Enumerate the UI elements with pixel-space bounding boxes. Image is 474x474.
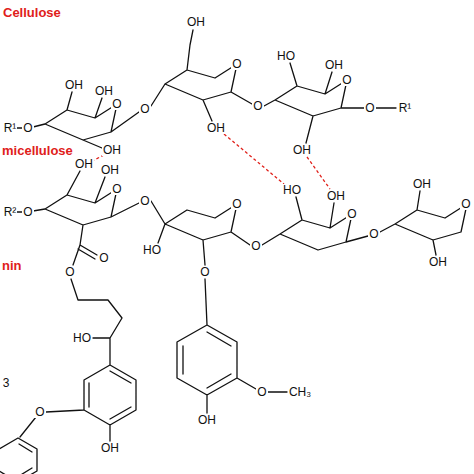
atom-label: CH₃ — [288, 386, 312, 398]
atom-label: OH — [100, 442, 120, 454]
component-name: nin — [2, 259, 22, 272]
aromatic-double-bonds — [19, 332, 231, 474]
atom-label: OH — [197, 414, 217, 426]
atom-label: O — [111, 183, 122, 195]
atom-label: O — [341, 74, 352, 86]
bond-lines — [0, 30, 467, 474]
atom-label: O — [256, 386, 267, 398]
atom-label: OH — [206, 122, 226, 134]
atom-label: O — [139, 103, 150, 115]
atom-label: OH — [292, 144, 312, 156]
atom-label: O — [64, 266, 75, 278]
atom-label: R¹ — [398, 102, 413, 114]
hemicellulose-bonds — [17, 171, 467, 265]
atom-label: O — [346, 208, 357, 220]
atom-label: OH — [326, 190, 346, 202]
atom-label: HO — [72, 332, 92, 344]
atom-label: R¹ — [3, 122, 18, 134]
atom-label: O — [252, 100, 263, 112]
atom-label: HO — [282, 184, 302, 196]
atom-label: OH — [428, 256, 448, 268]
atom-label: O — [139, 195, 150, 207]
atom-label: O — [111, 98, 122, 110]
atom-label: OH — [74, 158, 94, 170]
cellulose-bonds — [17, 30, 396, 148]
atom-label: HO — [276, 50, 296, 62]
lignin-bonds — [0, 279, 287, 474]
atom-label: OH — [102, 144, 122, 156]
atom-label: O — [22, 122, 33, 134]
atom-label: O — [231, 58, 242, 70]
atom-label: O — [199, 266, 210, 278]
atom-label: OH — [100, 164, 120, 176]
atom-label: 3 — [2, 377, 11, 389]
atom-label: OH — [324, 59, 344, 71]
atom-label: O — [460, 198, 471, 210]
atom-label: O — [22, 206, 33, 218]
atom-label: OH — [412, 178, 432, 190]
atom-label: OH — [186, 16, 206, 28]
component-name: Cellulose — [3, 6, 61, 19]
atom-label: O — [364, 102, 375, 114]
atom-label: O — [98, 252, 109, 264]
atom-label: OH — [94, 85, 114, 97]
atom-label: O — [231, 198, 242, 210]
atom-label: R² — [3, 206, 18, 218]
atom-label: OH — [64, 79, 84, 91]
atom-label: O — [250, 240, 261, 252]
atom-label: O — [34, 406, 45, 418]
atom-label: O — [368, 228, 379, 240]
component-name: micellulose — [2, 144, 73, 157]
hydrogen-bonds — [92, 134, 330, 189]
atom-label: HO — [142, 244, 162, 256]
